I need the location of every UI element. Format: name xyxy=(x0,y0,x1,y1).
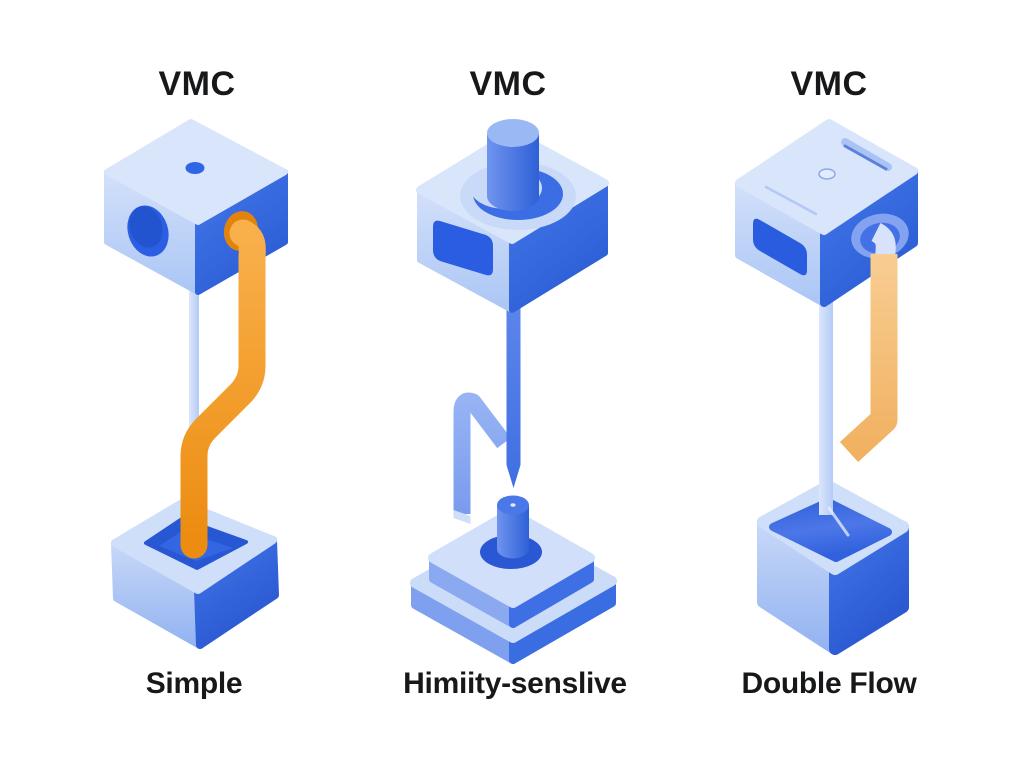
front-vent-slot xyxy=(753,218,807,276)
collector-bin xyxy=(757,480,909,655)
top-slot-groove xyxy=(841,138,892,171)
column-caption-simple: Simple xyxy=(145,667,243,700)
top-knob-cylinder xyxy=(487,119,539,211)
blue-supply-pipe xyxy=(819,296,850,537)
thin-supply-pipe xyxy=(189,286,199,510)
light-orange-return-duct xyxy=(839,254,898,462)
top-vent-dot xyxy=(185,162,205,174)
face-crease-line xyxy=(764,185,818,216)
column-caption-double-flow: Double Flow xyxy=(741,667,917,700)
column-caption-humidity: Himiity-senslive xyxy=(403,667,627,700)
ceiling-unit-cube xyxy=(104,119,288,295)
front-vent-slot xyxy=(433,220,493,276)
sensor-hook-pipe xyxy=(453,392,511,524)
top-vent-dot xyxy=(818,168,836,180)
illustration-humidity-vmc xyxy=(410,119,617,664)
floor-unit xyxy=(410,495,617,664)
side-intake-hole xyxy=(127,205,169,257)
pointed-exhaust-pipe xyxy=(506,296,521,488)
ceiling-unit-cube xyxy=(416,119,609,313)
port-elbow-stub xyxy=(870,223,896,258)
illustration-double-flow-vmc xyxy=(735,119,918,655)
column-title-double-flow: VMC xyxy=(790,65,868,103)
column-title-humidity: VMC xyxy=(469,65,547,103)
sensor-cylinder xyxy=(497,495,529,559)
column-title-simple: VMC xyxy=(158,65,236,103)
orange-air-duct xyxy=(180,219,266,559)
illustration-simple-vmc xyxy=(104,119,288,649)
